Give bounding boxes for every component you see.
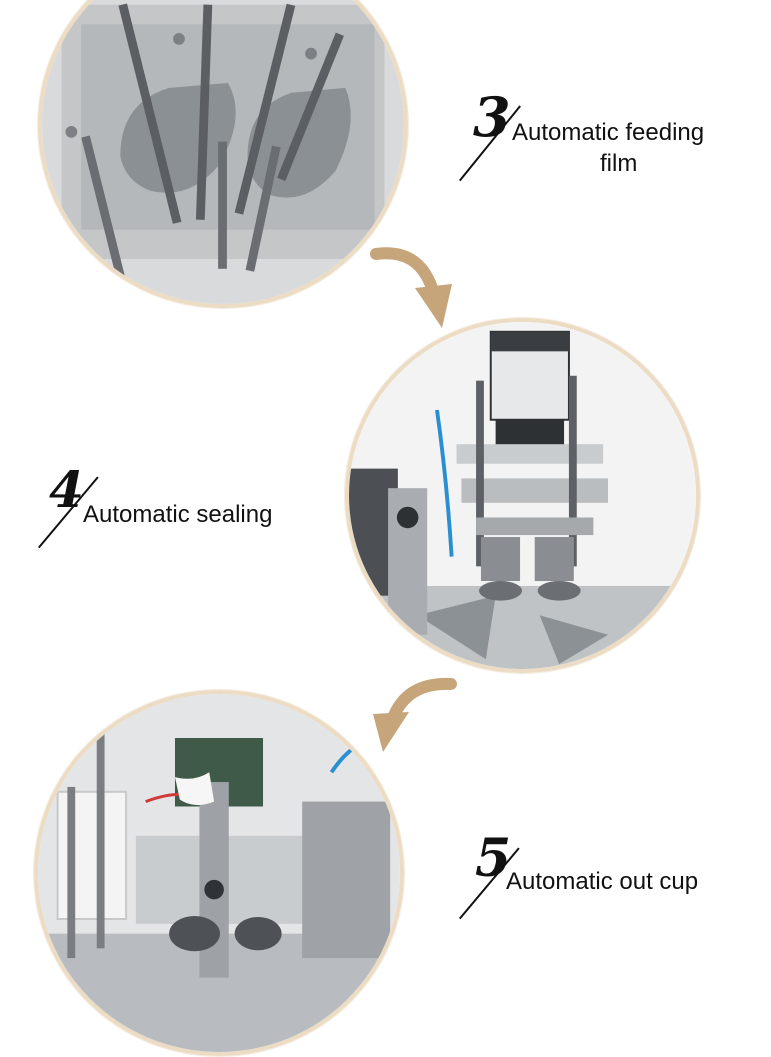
step-label: Automatic feeding: [512, 119, 705, 146]
feeding-film-illustration: [42, 0, 404, 304]
out-cup-illustration: [38, 694, 400, 1052]
step-number: 3: [473, 85, 511, 149]
sealing-illustration: [349, 322, 696, 669]
sealing-photo: [345, 318, 700, 673]
step-number: 4: [49, 460, 84, 519]
step-label: Automatic out cup: [506, 868, 699, 895]
step-3: 3 Automatic feeding film: [455, 90, 755, 190]
curved-arrow-down-right-icon: [370, 247, 452, 328]
feeding-film-photo: [38, 0, 408, 308]
out-cup-photo: [34, 690, 404, 1056]
step-5: 5 Automatic out cup: [455, 830, 755, 930]
curved-arrow-down-left-icon: [373, 677, 457, 752]
step-label: Automatic sealing: [83, 501, 273, 528]
step-label-line-2: film: [600, 150, 638, 177]
step-4: 4 Automatic sealing: [35, 460, 335, 560]
